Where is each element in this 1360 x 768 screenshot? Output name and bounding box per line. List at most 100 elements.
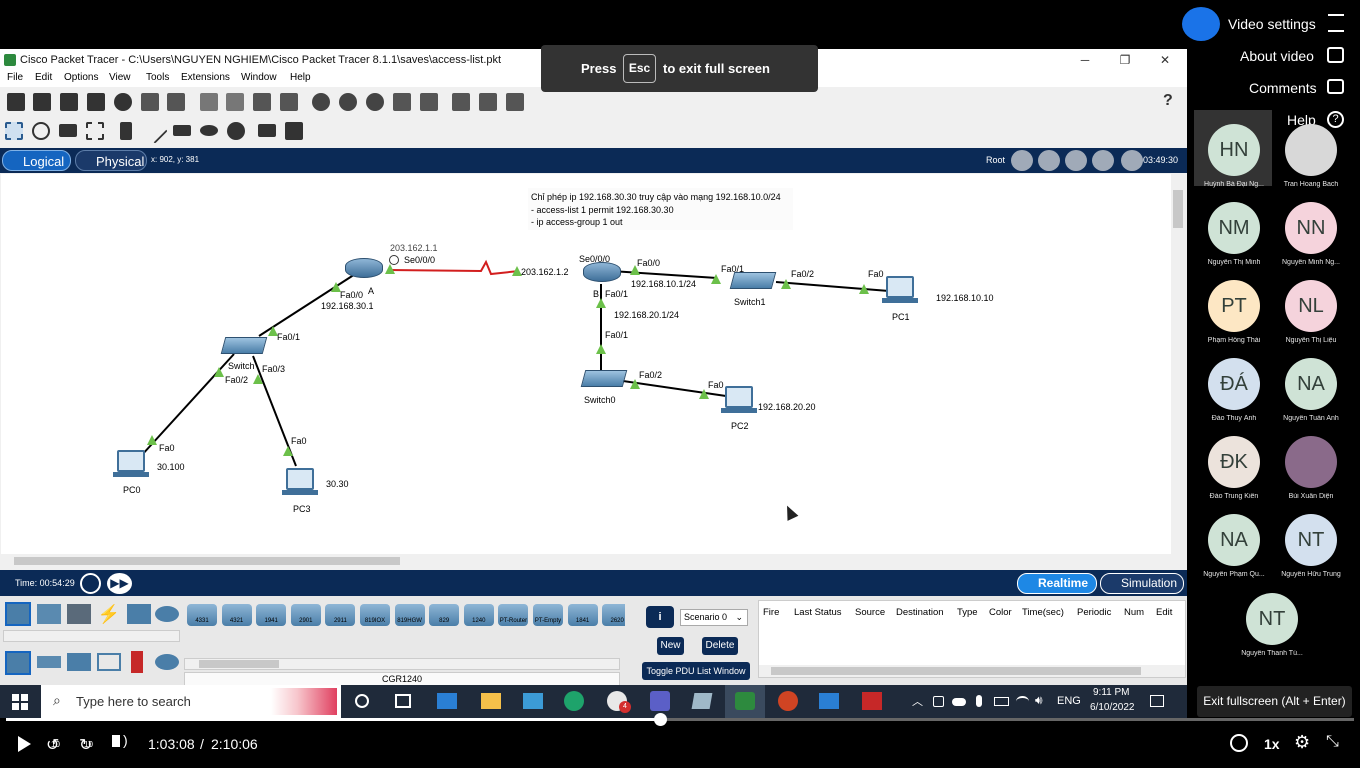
onedrive-icon[interactable] bbox=[952, 698, 966, 706]
language-indicator[interactable]: ENG bbox=[1057, 695, 1081, 707]
menu-file[interactable]: File bbox=[7, 72, 24, 83]
taskbar-time[interactable]: 9:11 PM bbox=[1093, 687, 1130, 698]
participant-tile[interactable]: Bùi Xuân Diện bbox=[1272, 436, 1350, 500]
device-button-9[interactable] bbox=[498, 604, 529, 626]
file-explorer-icon[interactable] bbox=[481, 693, 501, 709]
zoom-in-icon[interactable] bbox=[312, 93, 330, 111]
volume-waves-icon[interactable]: ) bbox=[123, 732, 128, 748]
notes-icon[interactable] bbox=[452, 93, 470, 111]
windows-start-icon[interactable] bbox=[12, 694, 28, 710]
comment-icon[interactable] bbox=[1327, 79, 1344, 94]
powerpoint-icon[interactable] bbox=[778, 691, 798, 711]
device-button-0[interactable] bbox=[187, 604, 217, 626]
close-button[interactable]: ✕ bbox=[1159, 53, 1171, 67]
annotation-note[interactable]: Chỉ phép ip 192.168.30.30 truy cập vào m… bbox=[528, 188, 793, 230]
toggle-pdu-list-button[interactable]: Toggle PDU List Window bbox=[642, 662, 750, 680]
device-list-scrollbar[interactable] bbox=[184, 658, 620, 670]
select-icon[interactable] bbox=[5, 122, 23, 140]
device-button-10[interactable] bbox=[533, 604, 563, 626]
restore-button[interactable]: ❐ bbox=[1119, 53, 1131, 67]
routers-icon[interactable] bbox=[5, 651, 31, 675]
draw-line-icon[interactable] bbox=[142, 118, 168, 144]
new-file-icon[interactable] bbox=[7, 93, 25, 111]
menu-help[interactable]: Help bbox=[290, 72, 311, 83]
back-icon[interactable] bbox=[1011, 150, 1033, 171]
hscroll-thumb[interactable] bbox=[14, 557, 400, 565]
realtime-tab[interactable]: Realtime bbox=[1017, 573, 1097, 594]
play-box-icon[interactable] bbox=[1327, 47, 1344, 63]
microphone-icon[interactable] bbox=[976, 695, 982, 707]
device-button-5[interactable] bbox=[360, 604, 390, 626]
pc3[interactable] bbox=[286, 468, 314, 490]
pdu-list-scrollbar[interactable] bbox=[759, 665, 1185, 677]
background-icon[interactable] bbox=[1092, 150, 1114, 171]
play-icon[interactable] bbox=[18, 736, 31, 752]
video-app-icon[interactable] bbox=[819, 693, 839, 709]
audio-description-icon[interactable] bbox=[1230, 734, 1248, 752]
cloud-icon[interactable] bbox=[1038, 150, 1060, 171]
wifi-icon[interactable] bbox=[1016, 696, 1029, 707]
drawing-palette-icon[interactable] bbox=[393, 93, 411, 111]
volume-icon[interactable]: 🔊︎ bbox=[1035, 693, 1043, 707]
seek-handle[interactable] bbox=[653, 713, 667, 726]
draw-ellipse-icon[interactable] bbox=[200, 125, 218, 136]
device-button-11[interactable] bbox=[567, 604, 598, 626]
help-question-icon[interactable]: ? bbox=[1163, 92, 1173, 109]
device-button-7[interactable] bbox=[429, 604, 460, 626]
menu-edit[interactable]: Edit bbox=[35, 72, 53, 83]
switches-icon[interactable] bbox=[37, 656, 61, 668]
freeform-icon[interactable] bbox=[227, 122, 245, 140]
chrome-icon[interactable]: 4 bbox=[607, 691, 631, 713]
note-icon[interactable] bbox=[120, 122, 132, 140]
device-button-1[interactable] bbox=[221, 604, 252, 626]
menu-view[interactable]: View bbox=[109, 72, 131, 83]
device-button-3[interactable] bbox=[290, 604, 321, 626]
chevron-up-icon[interactable]: ︿ bbox=[912, 696, 923, 708]
menu-extensions[interactable]: Extensions bbox=[181, 72, 230, 83]
info-icon[interactable] bbox=[114, 93, 132, 111]
scenario-select[interactable]: Scenario 0⌄ bbox=[680, 609, 748, 626]
physical-tab[interactable]: Physical bbox=[75, 150, 147, 171]
help-icon[interactable]: ? bbox=[1327, 111, 1344, 128]
notification-center-icon[interactable] bbox=[1150, 695, 1164, 707]
network-info-icon[interactable] bbox=[167, 93, 185, 111]
wizard-icon[interactable] bbox=[141, 93, 159, 111]
connections-icon[interactable]: ⚡ bbox=[97, 604, 121, 624]
task-view-icon[interactable] bbox=[395, 694, 411, 708]
end-devices-icon[interactable] bbox=[37, 604, 61, 624]
fast-forward-icon[interactable]: ▶▶ bbox=[107, 573, 132, 594]
app-icon[interactable] bbox=[862, 692, 882, 710]
menu-tools[interactable]: Tools bbox=[146, 72, 170, 83]
open-folder-icon[interactable] bbox=[33, 93, 51, 111]
new-scenario-button[interactable]: New bbox=[657, 637, 684, 655]
taskbar-date[interactable]: 6/10/2022 bbox=[1090, 702, 1135, 713]
skip-back-icon[interactable]: ↺ 10 bbox=[46, 733, 66, 754]
switch1[interactable] bbox=[729, 272, 777, 289]
save-icon[interactable] bbox=[60, 93, 78, 111]
playback-speed[interactable]: 1x bbox=[1264, 736, 1280, 752]
simulation-tab[interactable]: Simulation bbox=[1100, 573, 1184, 594]
notes-app-icon[interactable] bbox=[691, 693, 713, 709]
teams-icon[interactable] bbox=[650, 691, 670, 711]
misc-icon[interactable] bbox=[127, 604, 151, 624]
undo-icon[interactable] bbox=[253, 93, 271, 111]
cluster-icon[interactable] bbox=[479, 93, 497, 111]
mail-icon[interactable] bbox=[437, 693, 457, 709]
print-icon[interactable] bbox=[87, 93, 105, 111]
copy-icon[interactable] bbox=[200, 93, 218, 111]
router-b[interactable] bbox=[583, 262, 621, 282]
meet-icon[interactable] bbox=[933, 696, 944, 707]
device-button-12[interactable] bbox=[602, 604, 633, 626]
paste-icon[interactable] bbox=[226, 93, 244, 111]
store-icon[interactable] bbox=[523, 693, 543, 709]
device-button-6[interactable] bbox=[394, 604, 425, 626]
add-simple-pdu-icon[interactable] bbox=[258, 124, 276, 137]
move-icon[interactable] bbox=[1065, 150, 1087, 171]
components-icon[interactable] bbox=[67, 604, 91, 624]
